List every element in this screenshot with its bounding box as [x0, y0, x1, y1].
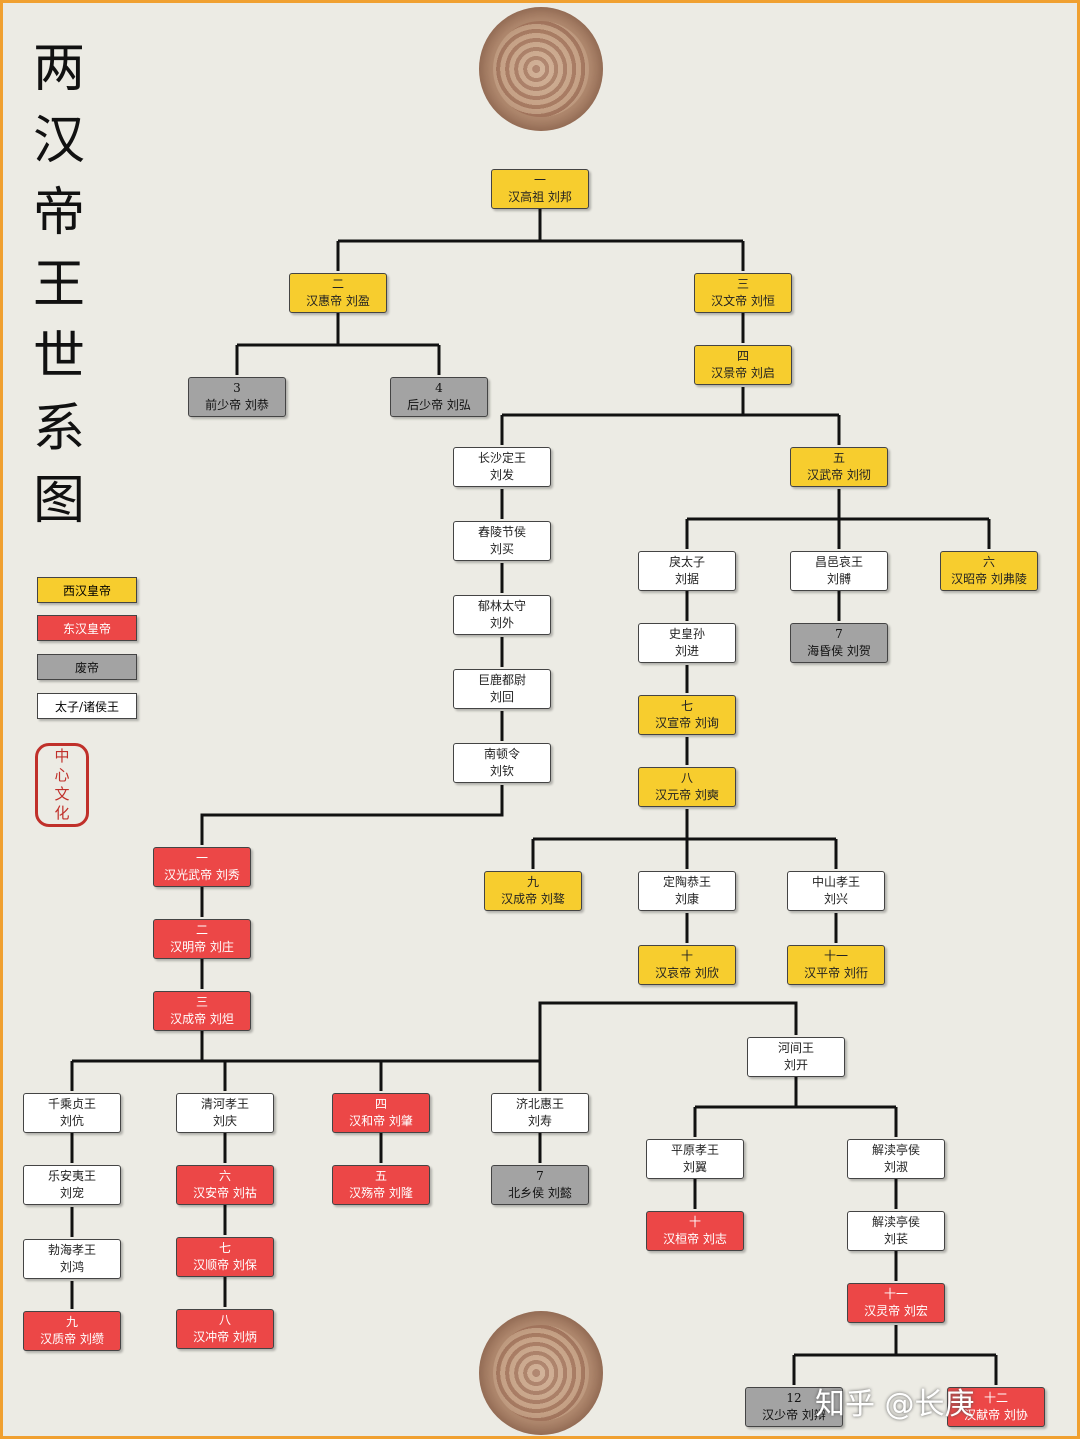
- connector-lines: [70, 209, 998, 1385]
- node-han-gaozu: 一汉高祖 刘邦: [491, 169, 589, 209]
- legend-west-han: 西汉皇帝: [37, 577, 137, 603]
- node-han-xiandi: 十二汉献帝 刘协: [947, 1387, 1045, 1427]
- node-han-huandi: 十汉桓帝 刘志: [646, 1211, 744, 1251]
- node-han-shangdi: 五汉殇帝 刘隆: [332, 1165, 430, 1205]
- title-char: 图: [32, 471, 85, 531]
- node-han-chongdi: 八汉冲帝 刘炳: [176, 1309, 274, 1349]
- node-han-andi: 六汉安帝 刘祜: [176, 1165, 274, 1205]
- title-char: 帝: [32, 183, 85, 243]
- node-han-aidi: 十汉哀帝 刘欣: [638, 945, 736, 985]
- title-char: 两: [32, 39, 85, 99]
- node-han-shundi: 七汉顺帝 刘保: [176, 1237, 274, 1277]
- node-li-taizi: 戾太子刘据: [638, 551, 736, 591]
- node-han-pingdi: 十一汉平帝 刘衎: [787, 945, 885, 985]
- node-julu-duwei: 巨鹿都尉刘回: [453, 669, 551, 709]
- node-han-chengdi: 九汉成帝 刘骜: [484, 871, 582, 911]
- node-changsha-wang: 长沙定王刘发: [453, 447, 551, 487]
- legend-east-han: 东汉皇帝: [37, 615, 137, 641]
- node-han-lingdi: 十一汉灵帝 刘宏: [847, 1283, 945, 1323]
- legend-prince: 太子/诸侯王: [37, 693, 137, 719]
- node-bohai-wang: 勃海孝王刘鸿: [23, 1239, 121, 1279]
- node-han-zhangdi: 三汉成帝 刘炟: [153, 991, 251, 1031]
- title-char: 世: [32, 327, 85, 387]
- node-pingyuan-wang: 平原孝王刘翼: [646, 1139, 744, 1179]
- node-han-hedi: 四汉和帝 刘肇: [332, 1093, 430, 1133]
- title-char: 汉: [32, 111, 85, 171]
- node-jiedu-hou-2: 解渎亭侯刘苌: [847, 1211, 945, 1251]
- title-char: 系: [32, 399, 85, 459]
- node-qiancheng-wang: 千乘贞王刘伉: [23, 1093, 121, 1133]
- node-yulin-taishou: 郁林太守刘外: [453, 595, 551, 635]
- node-jibei-wang: 济北惠王刘寿: [491, 1093, 589, 1133]
- node-han-xuandi: 七汉宣帝 刘询: [638, 695, 736, 735]
- seal-stamp: 中心文化: [35, 743, 89, 827]
- node-han-huidi: 二汉惠帝 刘盈: [289, 273, 387, 313]
- zhihu-watermark: 知乎 @长庚: [815, 1387, 975, 1422]
- chart-title: 两 汉 帝 王 世 系 图: [29, 33, 89, 537]
- node-jiedu-hou-1: 解渎亭侯刘淑: [847, 1139, 945, 1179]
- node-chongling-hou: 舂陵节侯刘买: [453, 521, 551, 561]
- node-han-wudi: 五汉武帝 刘彻: [790, 447, 888, 487]
- node-zhongshan-wang: 中山孝王刘兴: [787, 871, 885, 911]
- node-hejian-wang: 河间王刘开: [747, 1037, 845, 1077]
- node-han-wendi: 三汉文帝 刘恒: [694, 273, 792, 313]
- node-lean-wang: 乐安夷王刘宠: [23, 1165, 121, 1205]
- node-han-zhaodi: 六汉昭帝 刘弗陵: [940, 551, 1038, 591]
- bottom-medallion-image: [479, 1311, 603, 1435]
- node-shi-huangsun: 史皇孙刘进: [638, 623, 736, 663]
- legend-deposed: 废帝: [37, 654, 137, 680]
- top-medallion-image: [479, 7, 603, 131]
- node-dingtao-wang: 定陶恭王刘康: [638, 871, 736, 911]
- node-han-zhidi: 九汉质帝 刘缵: [23, 1311, 121, 1351]
- node-han-yuandi: 八汉元帝 刘奭: [638, 767, 736, 807]
- node-han-jingdi: 四汉景帝 刘启: [694, 345, 792, 385]
- title-char: 王: [32, 255, 85, 315]
- node-changyi-wang: 昌邑哀王刘髆: [790, 551, 888, 591]
- node-nandun-ling: 南顿令刘钦: [453, 743, 551, 783]
- node-han-mingdi: 二汉明帝 刘庄: [153, 919, 251, 959]
- node-han-guangwudi: 一汉光武帝 刘秀: [153, 847, 251, 887]
- node-qinghe-wang: 清河孝王刘庆: [176, 1093, 274, 1133]
